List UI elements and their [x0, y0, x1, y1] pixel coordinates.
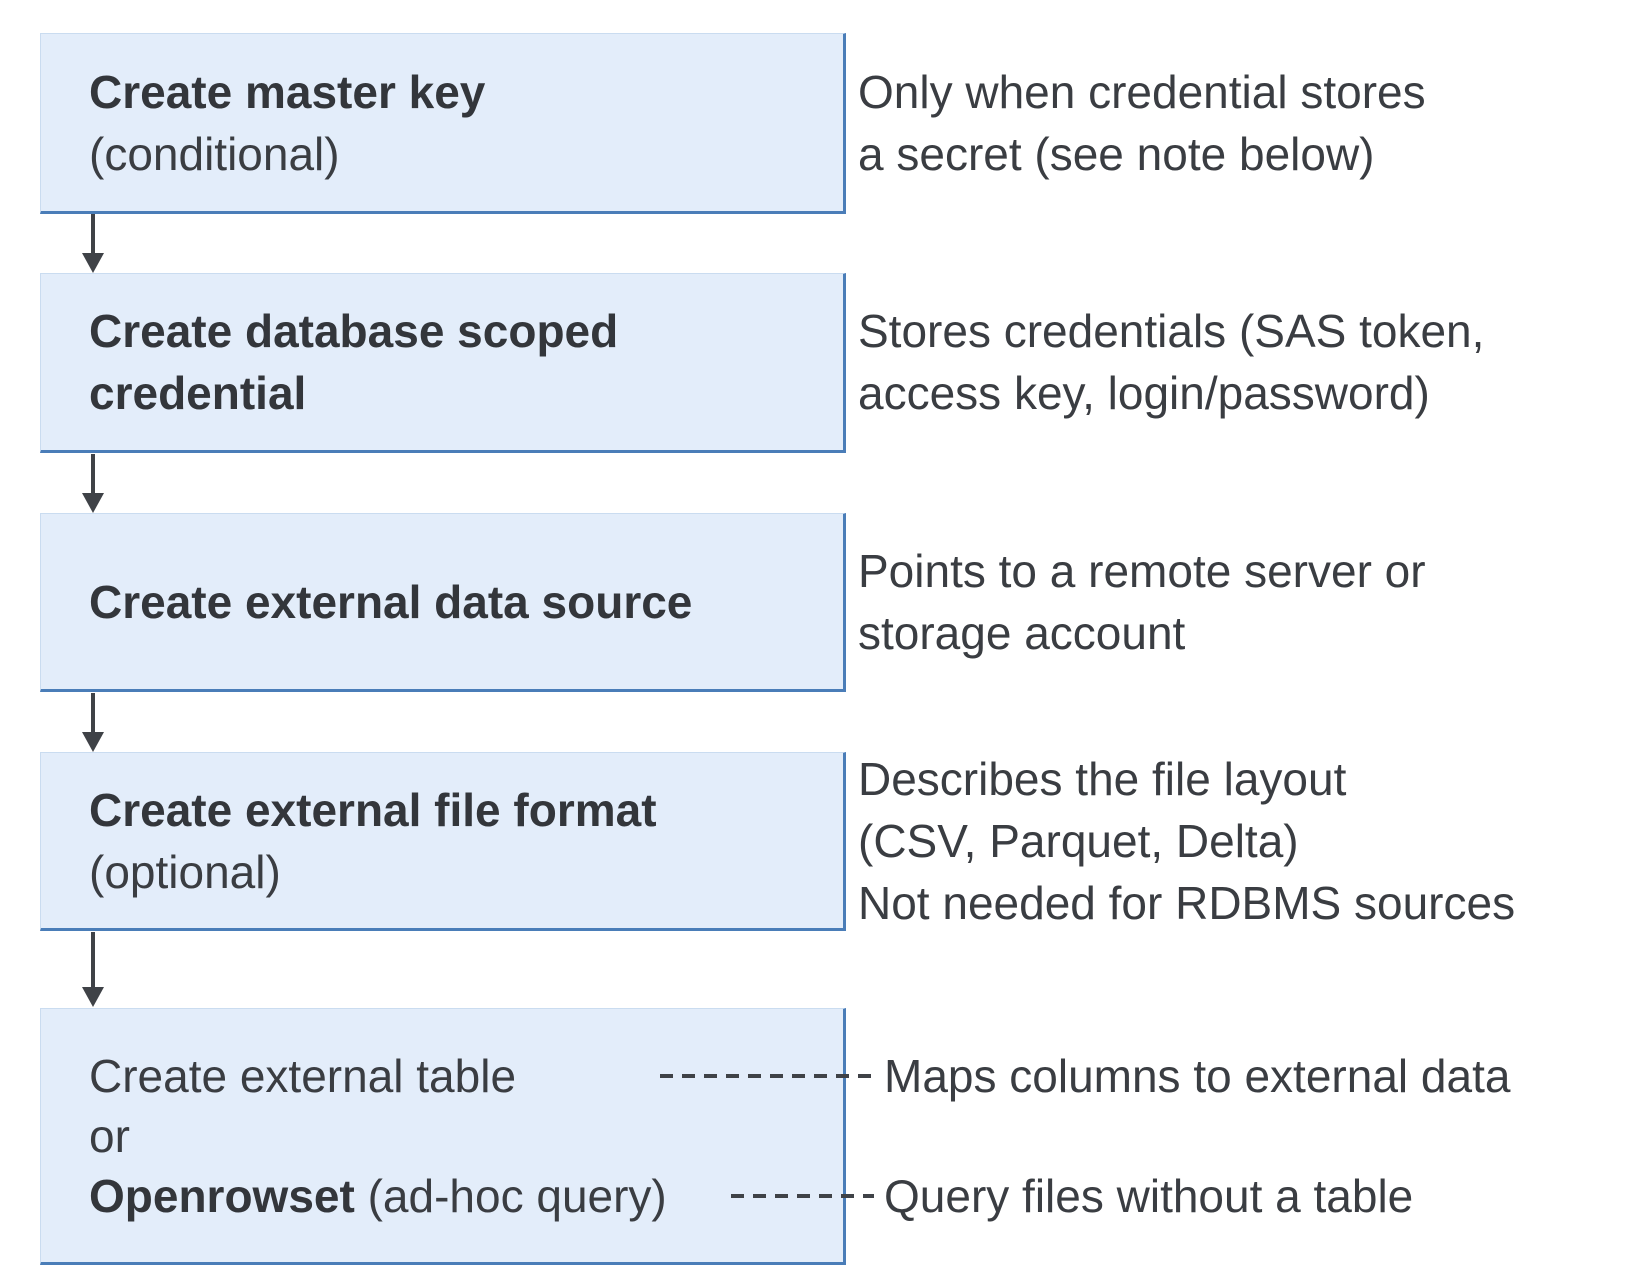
step-title: Create external data source	[89, 575, 693, 628]
step-box-create-external-data-source: Create external data source	[40, 513, 846, 692]
annotation-external-table: Maps columns to external data	[884, 1050, 1511, 1102]
step-title: Create database scoped credential	[89, 305, 619, 419]
step-title-openrowset: Openrowset (ad-hoc query)	[89, 1166, 823, 1226]
openrowset-suffix: (ad-hoc query)	[354, 1169, 667, 1222]
flow-arrow-down-icon	[82, 932, 104, 1007]
annotation-openrowset: Query files without a table	[884, 1170, 1414, 1222]
openrowset-label: Openrowset	[89, 1169, 355, 1222]
flow-arrow-down-icon	[82, 454, 104, 513]
annotation-credential: Stores credentials (SAS token, access ke…	[858, 305, 1485, 419]
step-title: Create external file format	[89, 783, 657, 836]
flow-arrow-down-icon	[82, 693, 104, 752]
annotation-file-format: Describes the file layout (CSV, Parquet,…	[858, 753, 1516, 929]
step-note: (conditional)	[89, 127, 340, 180]
step-title-external-table: Create external table	[89, 1049, 517, 1102]
flow-arrow-down-icon	[82, 214, 104, 273]
step-box-create-external-table-or-openrowset: Create external table or Openrowset (ad-…	[40, 1008, 846, 1265]
dashed-connector-openrowset	[731, 1194, 874, 1198]
annotation-data-source: Points to a remote server or storage acc…	[858, 545, 1426, 659]
step-box-create-master-key: Create master key (conditional)	[40, 33, 846, 214]
step-note: (optional)	[89, 845, 281, 898]
step-or-label: or	[89, 1109, 130, 1162]
annotation-master-key: Only when credential stores a secret (se…	[858, 66, 1426, 180]
step-title: Create master key	[89, 65, 486, 118]
step-box-create-database-scoped-credential: Create database scoped credential	[40, 273, 846, 453]
dashed-connector-external-table	[660, 1074, 874, 1078]
step-box-create-external-file-format: Create external file format (optional)	[40, 752, 846, 931]
